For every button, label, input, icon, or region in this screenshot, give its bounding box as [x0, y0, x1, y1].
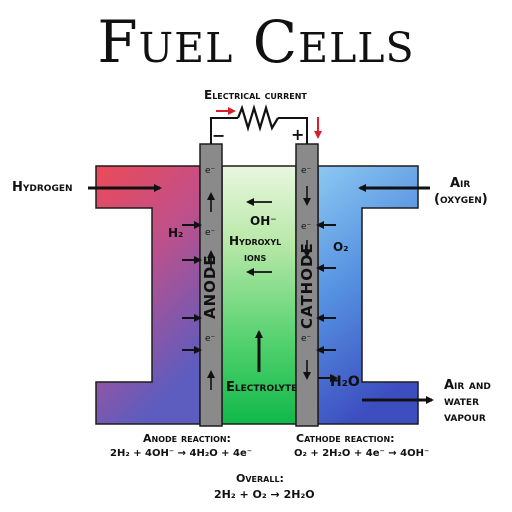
- anode-electron-2: e⁻: [205, 228, 216, 238]
- anode-feed-arrows: [182, 221, 202, 354]
- anode-reaction-title: Anode reaction:: [143, 432, 231, 445]
- h2-label: H₂: [168, 226, 184, 240]
- negative-terminal: −: [212, 126, 226, 145]
- hydroxyl-arrows: [246, 198, 272, 276]
- air-label: Air: [450, 176, 471, 191]
- ions-label: ions: [244, 250, 267, 264]
- hydrogen-chamber: [95, 165, 201, 425]
- water-label: water: [444, 394, 480, 409]
- overall-reaction-title: Overall:: [236, 472, 284, 485]
- o2-label: O₂: [333, 240, 349, 254]
- overall-reaction-equation: 2H₂ + O₂ → 2H₂O: [214, 488, 315, 501]
- circuit-wire: [210, 117, 308, 144]
- electrolyte-region: [221, 165, 297, 425]
- cathode-electron-2: e⁻: [301, 222, 312, 232]
- cathode-electron-3: e⁻: [301, 334, 312, 344]
- anode-electron-1: e⁻: [205, 166, 216, 176]
- electrical-current-label: Electrical current: [204, 88, 307, 102]
- air-chamber: [317, 165, 419, 425]
- cathode-reaction-title: Cathode reaction:: [296, 432, 395, 445]
- resistor-icon: [236, 104, 279, 132]
- cathode-feed-arrows: [316, 221, 336, 354]
- page-title: Fuel Cells: [97, 8, 415, 76]
- hydrogen-label: Hydrogen: [12, 180, 73, 195]
- cathode-reaction-equation: O₂ + 2H₂O + 4e⁻ → 4OH⁻: [294, 448, 430, 459]
- cathode-label: CATHODE: [298, 242, 316, 329]
- air-and-label: Air and: [444, 378, 491, 393]
- hydroxide-formula: OH⁻: [250, 214, 277, 228]
- electrolyte-label: Electrolyte: [226, 380, 298, 395]
- positive-terminal: +: [291, 125, 305, 144]
- hydroxyl-label: Hydroxyl: [229, 234, 282, 248]
- vapour-label: vapour: [444, 410, 486, 425]
- h2o-label: H₂O: [330, 374, 360, 390]
- anode-label: ANODE: [201, 254, 219, 319]
- anode-electron-3: e⁻: [205, 334, 216, 344]
- oxygen-label: (oxygen): [434, 192, 488, 207]
- anode-reaction-equation: 2H₂ + 4OH⁻ → 4H₂O + 4e⁻: [110, 448, 253, 459]
- cathode-electron-1: e⁻: [301, 166, 312, 176]
